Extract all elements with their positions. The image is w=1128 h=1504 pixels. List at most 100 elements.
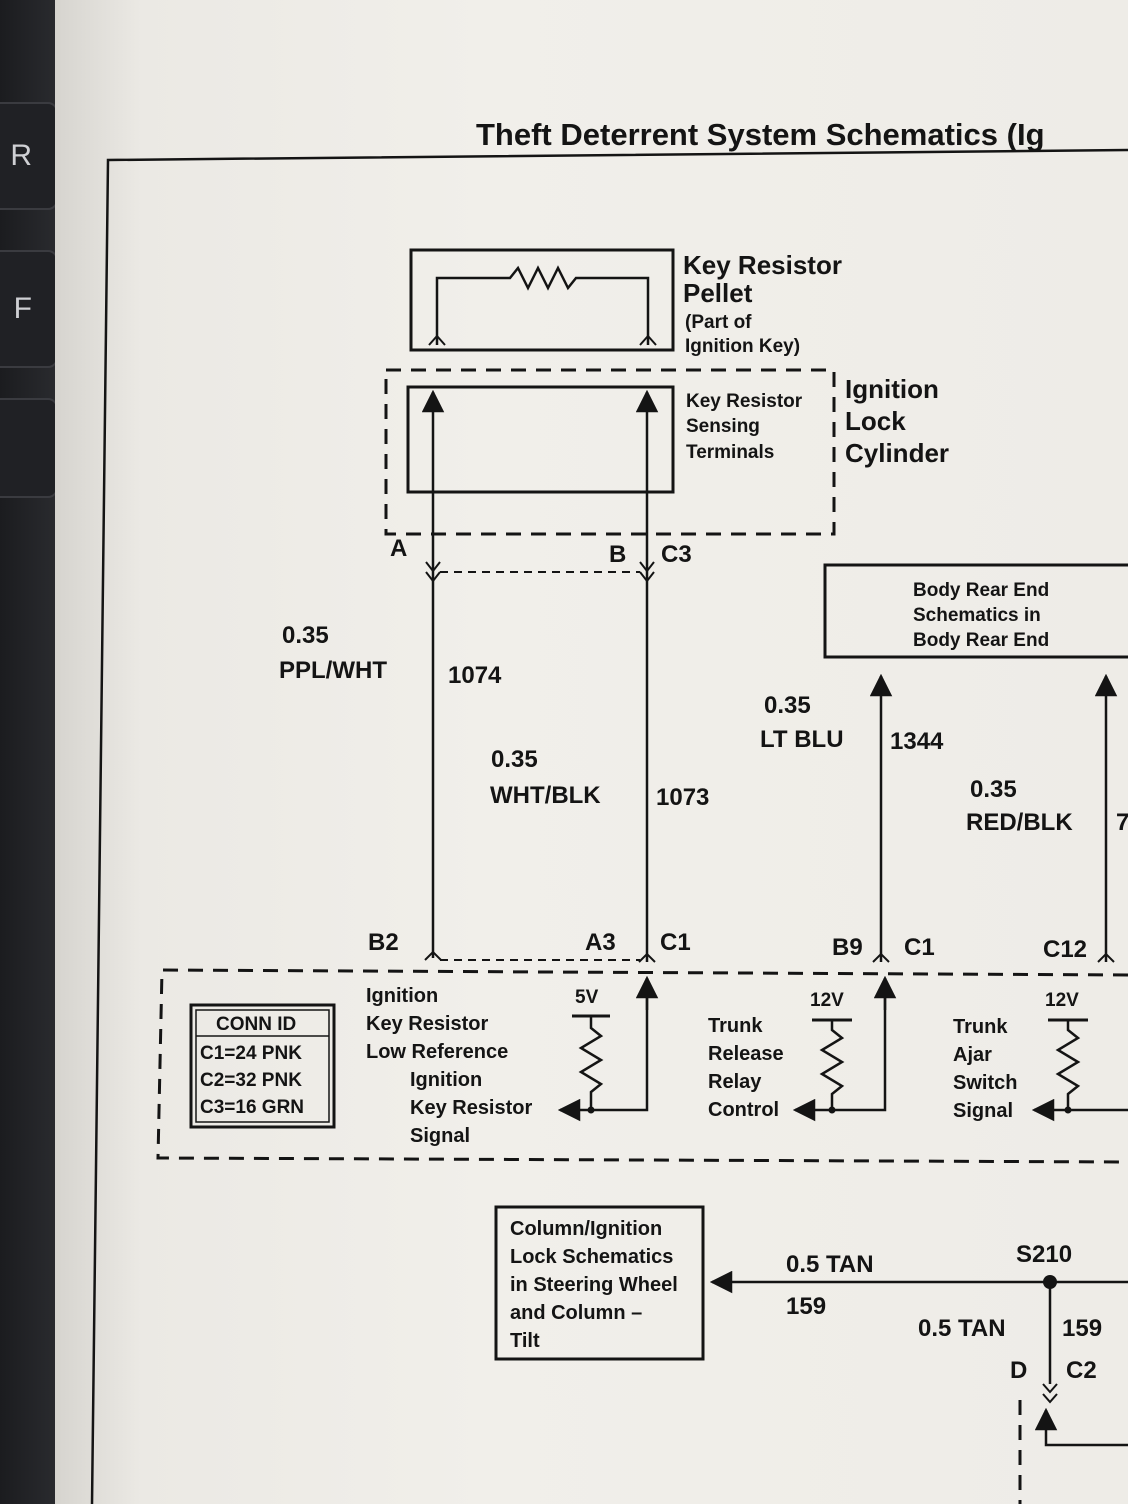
pellet-contact-a (428, 334, 446, 346)
wire-red-blk-gauge: 0.35 (970, 776, 1017, 803)
conn-id-row-2: C2=32 PNK (200, 1070, 302, 1091)
keyboard-key-blank (0, 398, 58, 498)
column-ignition-box: Column/Ignition Lock Schematics in Steer… (494, 1205, 705, 1361)
lower-module-feed (1034, 1407, 1128, 1447)
module-outline (156, 968, 1128, 1164)
wire-1074: A B2 0.35 PPL/WHT 1074 (279, 389, 502, 961)
pullup-12v-ajar: 12V (1031, 990, 1128, 1122)
connector-c12-symbol (1097, 952, 1115, 963)
pullup-12v-a-resistor (819, 1020, 845, 1110)
pellet-note-2: Ignition Key) (685, 336, 800, 357)
wire-159: S210 0.5 TAN 159 0.5 TAN 159 D C2 (709, 1241, 1128, 1504)
sensing-label-2: Sensing (686, 416, 760, 437)
pin-b2: B2 (368, 929, 399, 956)
wire-1344-gauge: 0.35 (764, 692, 811, 719)
connector-a3-symbol (638, 952, 656, 963)
low-ref-label-2: Key Resistor (366, 1013, 488, 1035)
conn-id-inner (195, 1009, 330, 1123)
conn-id-table: CONN ID C1=24 PNK C2=32 PNK C3=16 GRN (189, 1003, 336, 1129)
pellet-label-1: Key Resistor (683, 250, 842, 280)
pin-a: A (390, 535, 407, 562)
wire-1073: B C3 A3 C1 0.35 WHT/BLK 1073 (440, 389, 709, 963)
pullup-5v-resistor (578, 1016, 604, 1110)
wire-1073-color: WHT/BLK (490, 782, 601, 809)
wire-red-blk-color: RED/BLK (966, 809, 1073, 836)
pellet-contact-b (639, 334, 657, 346)
low-ref-label-1: Ignition (366, 985, 438, 1007)
conn-id-row-3: C3=16 GRN (200, 1097, 304, 1118)
pellet-label-2: Pellet (683, 278, 753, 308)
page-title: Theft Deterrent System Schematics (Ig (476, 117, 1045, 152)
wire-1074-gauge: 0.35 (282, 622, 329, 649)
trunk-release-label-1: Trunk (708, 1015, 763, 1037)
wire-1073-gauge: 0.35 (491, 746, 538, 773)
trunk-release-label-3: Relay (708, 1071, 762, 1093)
column-label-5: Tilt (510, 1330, 540, 1352)
column-label-4: and Column – (510, 1302, 642, 1324)
keyboard-key-r: R (0, 102, 58, 210)
pullup-5v: 5V (557, 975, 659, 1122)
trunk-release-label-4: Control (708, 1099, 779, 1121)
splice-s210-label: S210 (1016, 1241, 1072, 1268)
page-border (90, 148, 1128, 1504)
conn-id-row-1: C1=24 PNK (200, 1043, 302, 1064)
cylinder-label-1: Ignition (845, 374, 939, 404)
column-box-outline (494, 1205, 705, 1361)
low-ref-label-3: Low Reference (366, 1041, 508, 1063)
module-labels: Ignition Key Resistor Low Reference Igni… (366, 985, 1017, 1147)
trunk-ajar-label-1: Trunk (953, 1016, 1008, 1038)
column-label-3: in Steering Wheel (510, 1274, 678, 1296)
connector-d-symbol (1042, 1383, 1058, 1404)
column-label-2: Lock Schematics (510, 1246, 673, 1268)
signal-label-1: Ignition (410, 1069, 482, 1091)
signal-label-2: Key Resistor (410, 1097, 532, 1119)
pin-c1: C1 (660, 929, 691, 956)
signal-feed-line (557, 980, 649, 1122)
pellet-box (409, 248, 675, 352)
body-rear-label-2: Schematics in (913, 605, 1041, 626)
wire-1074-circuit: 1074 (448, 662, 502, 689)
wire-159-v-circuit: 159 (1062, 1315, 1102, 1342)
wire-159-h-circuit: 159 (786, 1293, 826, 1320)
wire-red-blk: 0.35 RED/BLK 7 C12 (966, 673, 1128, 963)
signal-label-3: Signal (410, 1125, 470, 1147)
ignition-lock-cylinder: Key Resistor Sensing Terminals Ignition … (384, 368, 949, 536)
trunk-ajar-label-4: Signal (953, 1100, 1013, 1122)
pin-d: D (1010, 1357, 1027, 1384)
cylinder-label-3: Cylinder (845, 438, 949, 468)
lock-cylinder-outline (384, 368, 836, 536)
body-rear-label-1: Body Rear End (913, 580, 1049, 601)
conn-id-outer (189, 1003, 336, 1129)
sensing-terminals-box (406, 385, 675, 494)
pullup-12v-b-resistor (1055, 1020, 1081, 1110)
cylinder-label-2: Lock (845, 406, 906, 436)
connector-a-symbol (425, 561, 441, 583)
voltage-12v-b: 12V (1045, 990, 1079, 1011)
pin-c1-b: C1 (904, 934, 935, 961)
connector-b9-symbol (872, 952, 890, 963)
key-resistor-pellet: Key Resistor Pellet (Part of Ignition Ke… (409, 248, 842, 357)
pellet-note-1: (Part of (685, 312, 752, 333)
column-label-1: Column/Ignition (510, 1218, 662, 1240)
sensing-label-3: Terminals (686, 442, 774, 463)
sensing-label-1: Key Resistor (686, 391, 803, 412)
keyboard-key-f: F (0, 250, 58, 368)
wire-1344-color: LT BLU (760, 726, 844, 753)
voltage-12v-a: 12V (810, 990, 844, 1011)
wire-1344-circuit: 1344 (890, 728, 944, 755)
connector-b2-symbol (424, 950, 442, 961)
voltage-5v: 5V (575, 987, 599, 1008)
wire-1344: 0.35 LT BLU 1344 B9 C1 (760, 673, 944, 963)
wire-red-blk-circuit: 7 (1116, 809, 1128, 836)
pin-c2: C2 (1066, 1357, 1097, 1384)
connector-b-symbol (639, 561, 655, 583)
trunk-ajar-label-2: Ajar (953, 1044, 992, 1066)
pullup-12v-release: 12V (792, 975, 897, 1122)
wire-1074-color: PPL/WHT (279, 657, 387, 684)
trunk-ajar-label-3: Switch (953, 1072, 1017, 1094)
resistor-symbol (435, 265, 650, 345)
wire-1073-circuit: 1073 (656, 784, 709, 811)
body-rear-end-box: Body Rear End Schematics in Body Rear En… (823, 563, 1128, 659)
